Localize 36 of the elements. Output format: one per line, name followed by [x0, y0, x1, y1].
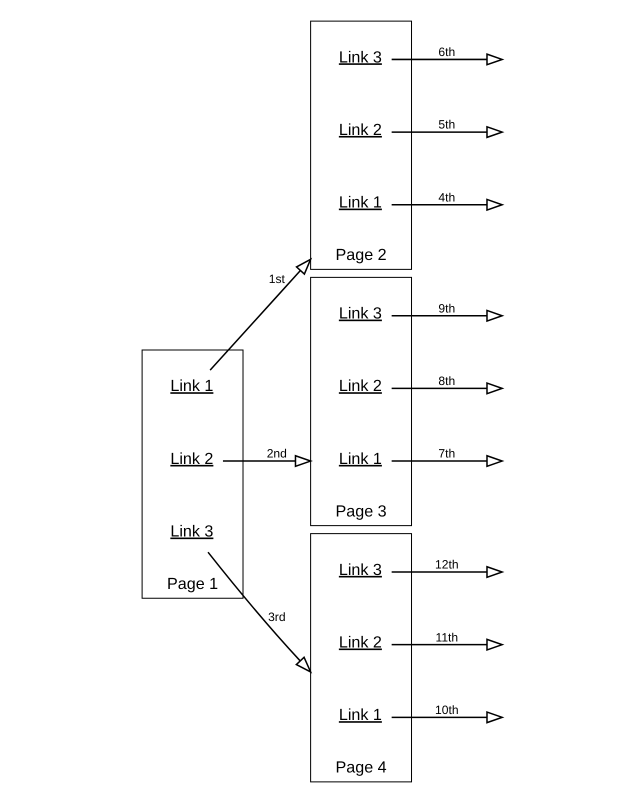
node-text: Link 3: [170, 522, 214, 541]
arrow: [392, 382, 504, 395]
edge-label: 4th: [438, 190, 456, 204]
edge-label: 6th: [438, 45, 456, 60]
edge-label: 1st: [268, 272, 285, 286]
node-text: Link 2: [338, 634, 382, 652]
node-text: Link 3: [338, 48, 382, 66]
edge-label: 10th: [435, 702, 459, 717]
edge-label: 11th: [436, 630, 458, 644]
node-text: Link 1: [170, 377, 214, 396]
node-text: Link 2: [170, 450, 214, 468]
edge-label: 8th: [438, 374, 456, 388]
node-text: Link 2: [338, 120, 382, 139]
arrow: [392, 198, 504, 212]
arrow: [392, 309, 504, 322]
edge-label: 7th: [438, 446, 456, 461]
arrow: [207, 552, 312, 674]
node-text: Link 2: [338, 377, 382, 396]
node-text: Link 3: [338, 304, 382, 323]
edge-label: 2nd: [266, 446, 287, 461]
edge-label: 12th: [435, 558, 459, 572]
arrow: [392, 454, 504, 468]
edge-label: 5th: [438, 118, 456, 132]
arrow: [222, 454, 313, 468]
node-text: Link 1: [338, 450, 382, 468]
node-text: Link 3: [338, 560, 382, 579]
arrow: [392, 638, 504, 652]
arrow: [210, 258, 312, 371]
edge-label: 9th: [438, 301, 456, 316]
arrow: [392, 126, 504, 138]
arrow: [392, 53, 504, 66]
edge-label: 3rd: [268, 610, 286, 624]
node-text: Link 1: [338, 194, 382, 212]
arrow: [392, 710, 504, 724]
node-text: Link 1: [338, 706, 382, 724]
arrow: [392, 566, 504, 578]
